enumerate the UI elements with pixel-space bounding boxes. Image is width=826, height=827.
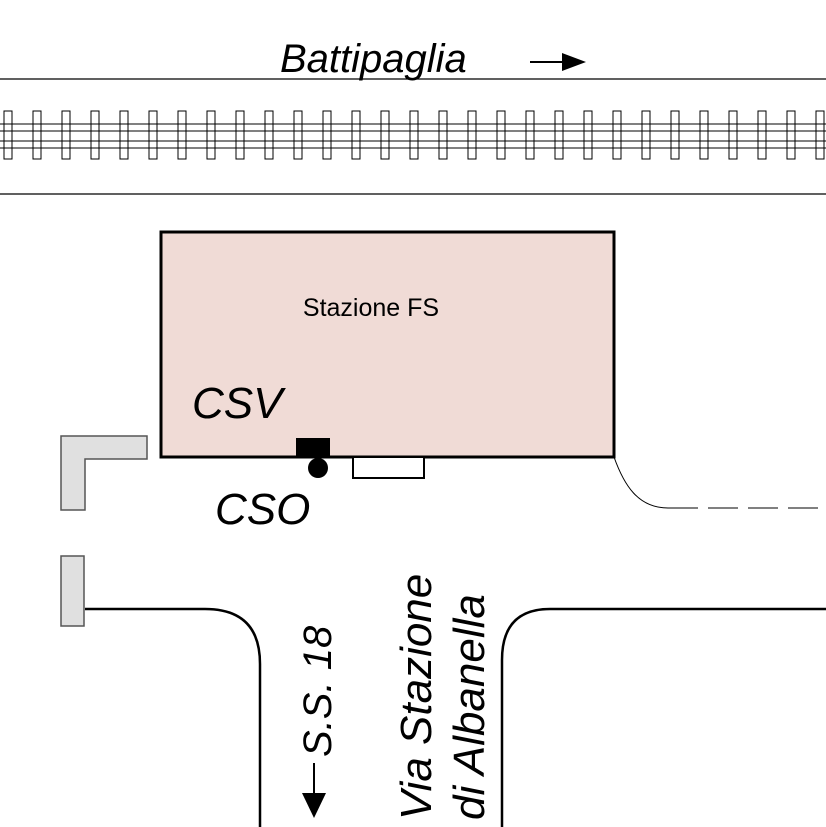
railway-sleeper — [264, 110, 274, 160]
csv-marker — [296, 438, 330, 458]
l-shaped-structure — [60, 435, 148, 511]
railway-sleeper — [757, 110, 767, 160]
railway-sleeper — [293, 110, 303, 160]
small-block — [60, 555, 85, 627]
railway-sleeper — [206, 110, 216, 160]
shelter — [352, 456, 425, 479]
arrow-right-icon — [530, 53, 586, 71]
road-label-via-line1: Via Stazione — [392, 574, 441, 820]
railway-sleeper — [322, 110, 332, 160]
railway-sleeper — [525, 110, 535, 160]
railway-sleeper — [554, 110, 564, 160]
curb-curve — [613, 456, 669, 509]
railway-sleeper — [32, 110, 42, 160]
road-label-ss18: S.S. 18 — [296, 625, 340, 757]
csv-label: CSV — [192, 379, 286, 428]
railway-sleeper — [177, 110, 187, 160]
railway-sleeper — [583, 110, 593, 160]
railway-sleeper — [438, 110, 448, 160]
railway-sleeper — [3, 110, 13, 160]
station-label: Stazione FS — [303, 294, 439, 322]
railway-sleeper — [380, 110, 390, 160]
railway-sleeper — [148, 110, 158, 160]
railway-sleeper — [728, 110, 738, 160]
railway-sleeper — [786, 110, 796, 160]
railway-sleeper — [409, 110, 419, 160]
railway-sleeper — [61, 110, 71, 160]
road-label-via-line2: di Albanella — [445, 594, 494, 820]
railway-sleeper — [496, 110, 506, 160]
road-edge-right — [500, 607, 826, 827]
road-edge-left — [85, 607, 262, 827]
railway-sleeper — [235, 110, 245, 160]
railway-sleeper — [612, 110, 622, 160]
railway-sleeper — [351, 110, 361, 160]
railway-sleeper — [670, 110, 680, 160]
railway-sleeper — [119, 110, 129, 160]
cso-label: CSO — [215, 485, 310, 534]
railway-sleeper — [90, 110, 100, 160]
direction-label-battipaglia: Battipaglia — [280, 37, 467, 81]
arrow-down-icon — [302, 763, 326, 818]
railway-sleeper — [699, 110, 709, 160]
railway-sleeper — [467, 110, 477, 160]
railway-sleeper — [641, 110, 651, 160]
cso-marker — [308, 458, 328, 478]
railway-sleeper — [815, 110, 825, 160]
railway-track — [0, 110, 826, 160]
